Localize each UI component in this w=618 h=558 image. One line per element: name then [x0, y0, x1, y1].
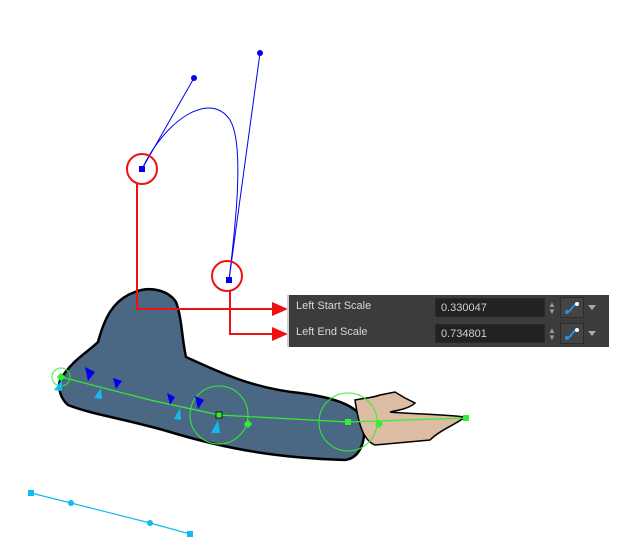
row-left-end-scale: Left End Scale 0.734801 ▲▼: [289, 321, 609, 347]
offset-markers-light[interactable]: [54, 380, 220, 433]
offset-markers-dark[interactable]: [85, 367, 204, 409]
callout-circle-start: [126, 153, 158, 185]
dropdown-arrow-icon[interactable]: [588, 331, 596, 336]
input-left-end-scale[interactable]: 0.734801: [435, 324, 545, 343]
handle-point-start[interactable]: [191, 75, 197, 81]
cyan-chain[interactable]: [30, 492, 191, 535]
bezier-curve[interactable]: [141, 107, 239, 281]
properties-panel: Left Start Scale 0.330047 ▲▼ Left End Sc…: [287, 295, 609, 347]
label-left-end-scale: Left End Scale: [296, 326, 368, 338]
callout-arrow-end: [229, 291, 272, 335]
function-curve-icon[interactable]: [560, 297, 584, 318]
bezier-point-start[interactable]: [139, 166, 145, 172]
callout-circle-end: [211, 260, 243, 292]
bezier-point-end[interactable]: [226, 277, 232, 283]
dropdown-arrow-icon[interactable]: [588, 305, 596, 310]
input-left-start-scale[interactable]: 0.330047: [435, 298, 545, 317]
deformer-diamond[interactable]: [243, 419, 253, 429]
spin-arrows-icon[interactable]: ▲▼: [548, 300, 556, 316]
sleeve-shape: [58, 288, 366, 462]
row-left-start-scale: Left Start Scale 0.330047 ▲▼: [289, 295, 609, 321]
callout-arrow-start: [136, 184, 272, 310]
handle-point-end[interactable]: [257, 50, 263, 56]
label-left-start-scale: Left Start Scale: [296, 300, 372, 312]
spin-arrows-icon[interactable]: ▲▼: [548, 326, 556, 342]
bezier-handle-start[interactable]: [141, 77, 195, 170]
bezier-handle-end[interactable]: [228, 52, 261, 281]
function-curve-icon[interactable]: [560, 323, 584, 344]
hand-shape: [354, 391, 467, 446]
